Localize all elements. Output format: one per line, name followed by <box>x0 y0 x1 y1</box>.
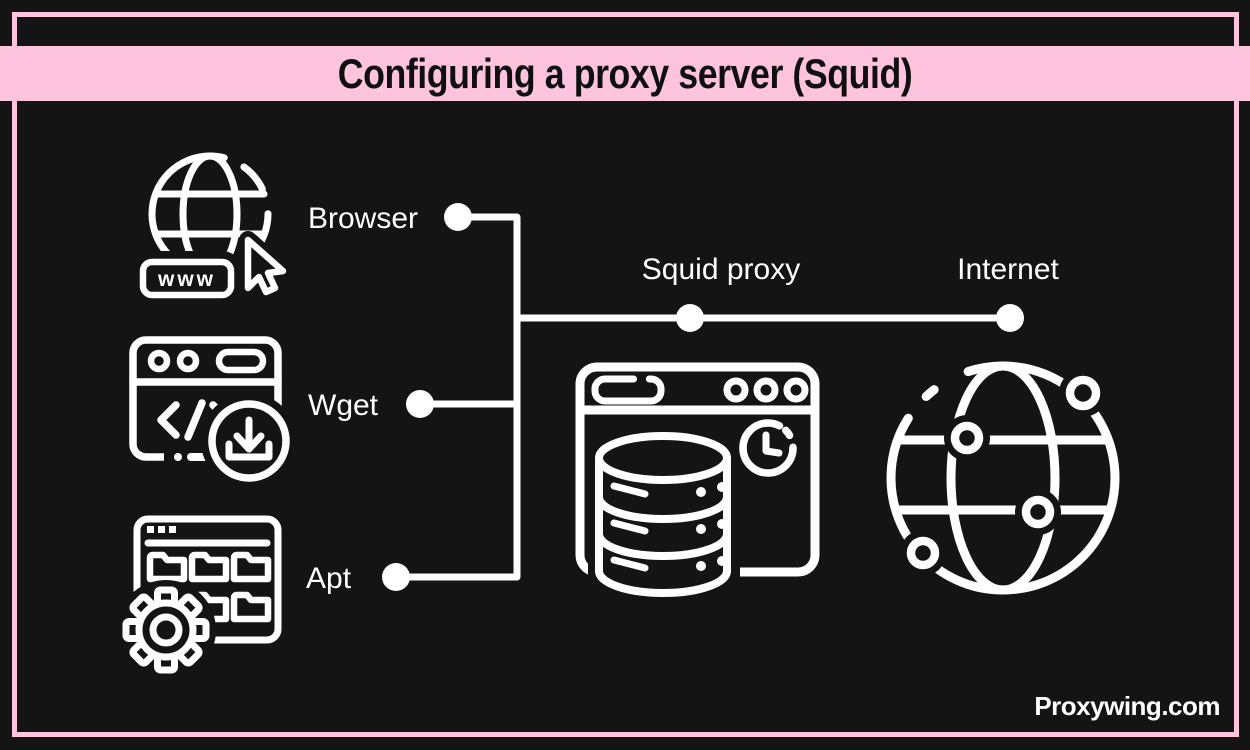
apt-window-dots <box>147 526 176 533</box>
page-title: Configuring a proxy server (Squid) <box>337 49 913 97</box>
squid-window-button-1 <box>723 377 749 403</box>
gear-icon <box>122 586 210 674</box>
www-label: www <box>157 268 216 291</box>
cursor-icon <box>244 236 287 296</box>
file-manager-gear-icon <box>116 515 282 680</box>
squid-proxy-label: Squid proxy <box>641 253 801 286</box>
wget-label: Wget <box>308 389 379 422</box>
wget-window-button-2 <box>176 349 200 373</box>
net-meridian <box>946 361 1060 595</box>
apt-dot <box>382 563 410 591</box>
squid-address-pill <box>591 375 665 405</box>
squid-window-button-2 <box>753 377 779 403</box>
database-icon <box>595 432 731 597</box>
download-arrow-icon <box>225 416 273 461</box>
wget-bottom-dot <box>174 453 182 461</box>
connector-dots <box>382 203 1024 591</box>
connector-lines <box>392 213 1014 581</box>
squid-window-button-3 <box>783 377 809 403</box>
www-box <box>139 258 235 299</box>
internet-dot <box>996 304 1024 332</box>
network-globe-icon <box>886 361 1120 595</box>
brand-watermark: Proxywing.com <box>1034 691 1220 721</box>
title-banner: Configuring a proxy server (Squid) <box>0 46 1250 101</box>
net-node-rings <box>906 375 1101 570</box>
globe-www-cursor-icon: www <box>132 152 292 306</box>
code-window-download-icon <box>129 336 297 489</box>
wget-dot <box>406 390 434 418</box>
clock-icon <box>739 419 797 477</box>
browser-label: Browser <box>308 202 419 235</box>
browser-dot <box>444 203 472 231</box>
wget-address-pill <box>215 348 267 374</box>
download-badge-circle <box>208 400 290 482</box>
server-window-database-clock-icon <box>575 362 820 597</box>
apt-label: Apt <box>306 562 352 595</box>
internet-label: Internet <box>957 253 1059 286</box>
squid-dot <box>676 304 704 332</box>
bus-line <box>392 213 521 581</box>
wget-window-button-1 <box>147 349 171 373</box>
